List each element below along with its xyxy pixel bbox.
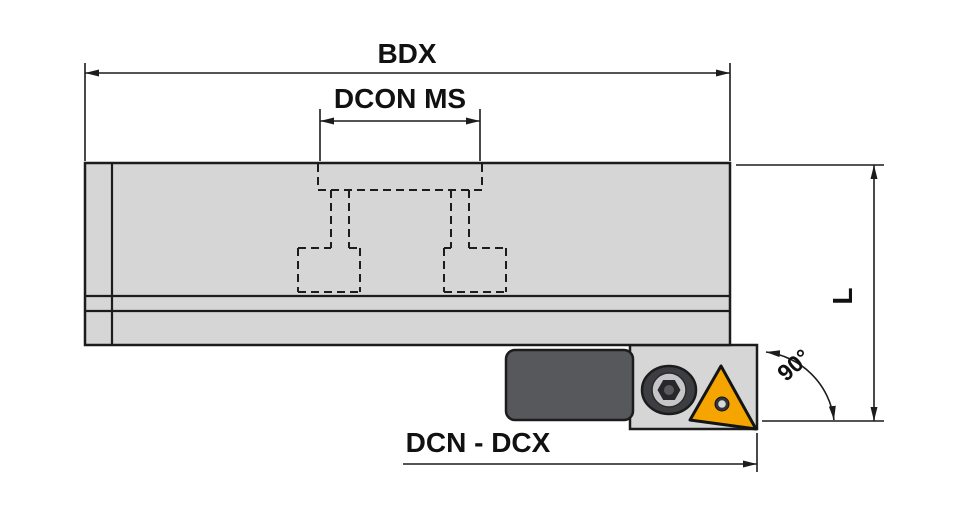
tool-body-group — [83, 161, 732, 347]
insert-hole-center — [718, 400, 726, 408]
dim-bdx-extension-lines — [84, 63, 731, 161]
dimension-l: L — [736, 164, 884, 422]
dim-l-label: L — [827, 287, 858, 304]
dimension-dcon-ms: DCON MS — [319, 83, 481, 161]
dimension-dcn-dcx: DCN - DCX — [403, 427, 758, 472]
tool-body — [83, 161, 732, 347]
clamp-screw-group — [640, 364, 698, 416]
angle-arc — [765, 350, 836, 421]
screw-socket-center — [664, 385, 674, 395]
clamp-block — [504, 348, 635, 422]
dim-dcon-label: DCON MS — [334, 83, 466, 114]
hidden-slot-lines — [297, 164, 507, 293]
dimension-bdx: BDX — [84, 38, 731, 161]
dim-l-extension-lines — [736, 164, 884, 422]
cutting-insert-group — [688, 364, 758, 431]
dim-dcn-label: DCN - DCX — [406, 427, 551, 458]
dim-bdx-label: BDX — [377, 38, 436, 69]
